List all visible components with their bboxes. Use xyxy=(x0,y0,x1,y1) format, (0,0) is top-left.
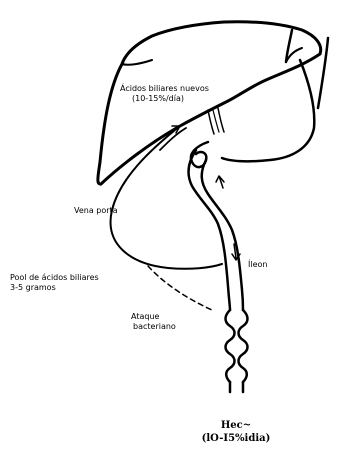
feces-label-line1: Hec~ xyxy=(206,420,266,432)
bacterial-attack-label-line2: bacteriano xyxy=(133,322,176,331)
bacterial-attack-label-line1: Ataque xyxy=(131,312,159,321)
bile-duct-right xyxy=(218,108,224,132)
ileum-end xyxy=(230,382,243,392)
ileum-wavy-right xyxy=(239,310,248,382)
small-intestine-left xyxy=(189,150,230,310)
new-bile-acids-label-line2: (10-15%/día) xyxy=(132,94,184,103)
portal-vein-curve xyxy=(111,126,222,269)
bile-acid-pool-label-line2: 3-5 gramos xyxy=(10,283,56,292)
stomach-outline xyxy=(222,60,314,161)
intestine-flow-arrow-2 xyxy=(216,176,224,188)
ileum-wavy-left xyxy=(226,310,235,382)
bile-duct-inner xyxy=(213,110,219,132)
portal-vein-label: Vena porta xyxy=(74,206,118,215)
ileum-label: Íleon xyxy=(248,260,267,269)
bile-duct-left xyxy=(208,110,214,134)
bile-acid-pool-label-line1: Pool de ácidos biliares xyxy=(10,273,99,282)
liver-lobe-line xyxy=(122,60,152,65)
feces-label-line2: (lO-I5%idia) xyxy=(186,433,286,445)
new-bile-acids-label-line1: Ácidos biliares nuevos xyxy=(120,84,209,93)
bacterial-dashed-path xyxy=(148,266,212,310)
